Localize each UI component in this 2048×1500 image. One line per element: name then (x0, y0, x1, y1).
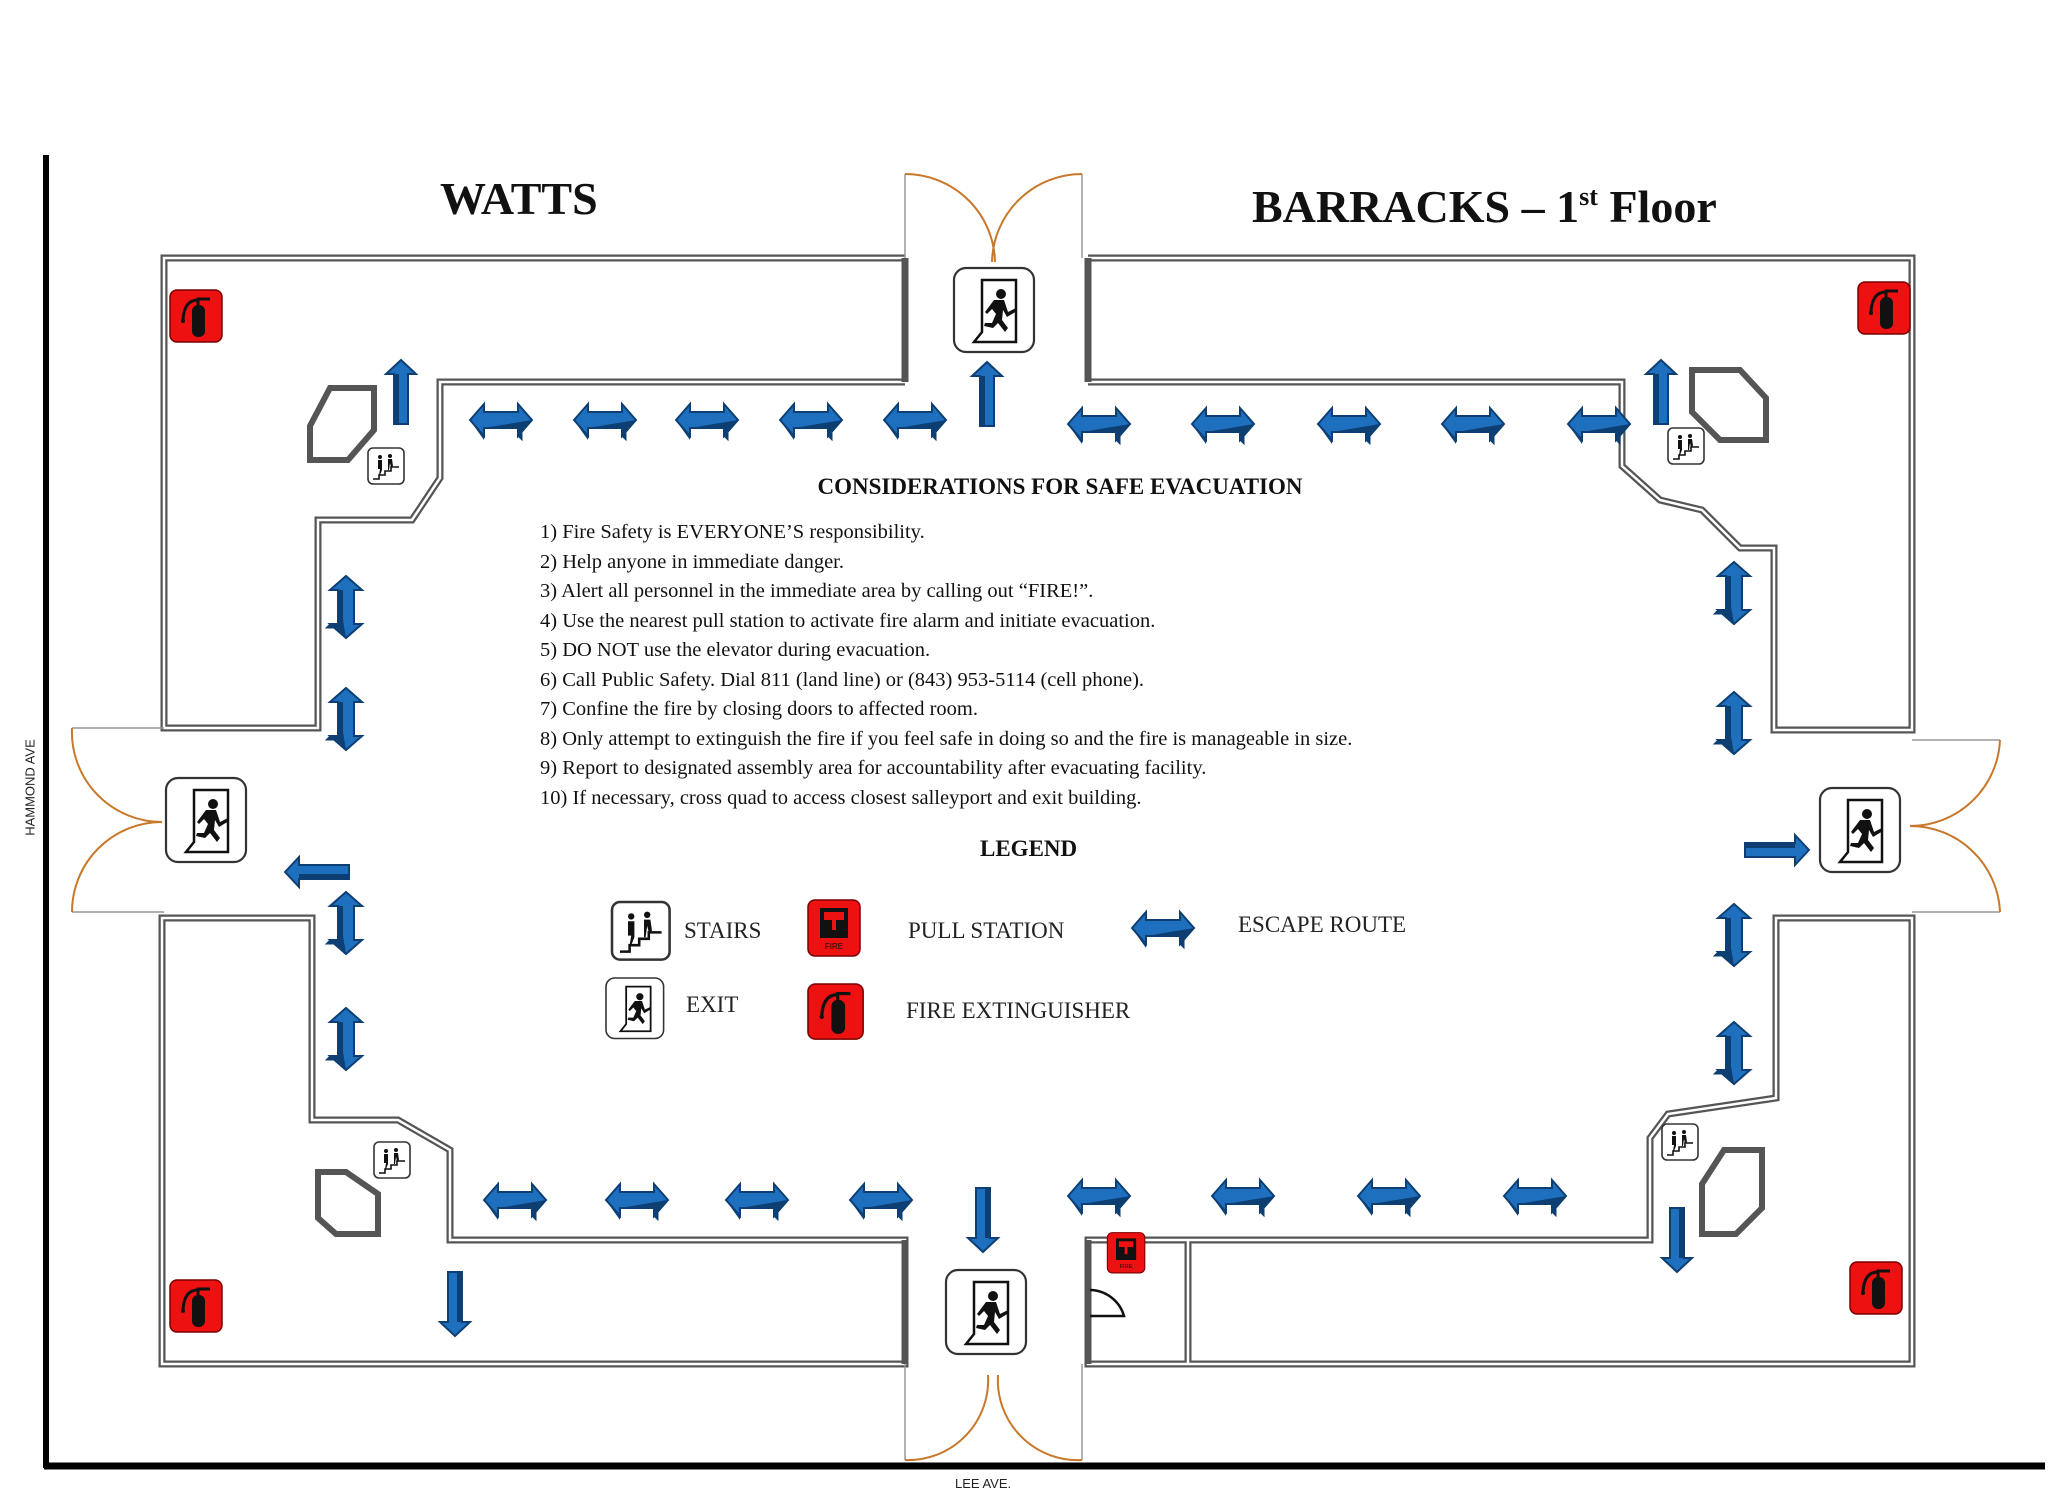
escape-route-arrow-horizontal (1191, 407, 1255, 445)
escape-route-arrow-vertical (1713, 903, 1751, 967)
escape-route-arrow-vertical (325, 1007, 363, 1071)
stairs-icon-sw (373, 1141, 411, 1179)
arrow-down-south (967, 1187, 999, 1253)
stair-enclosures (307, 367, 1769, 1237)
escape-route-arrow-horizontal (1441, 407, 1505, 445)
escape-route-arrow-horizontal (725, 1183, 789, 1221)
door-swing-office (1089, 1288, 1126, 1318)
escape-route-arrow-horizontal (1211, 1179, 1275, 1217)
legend-item-exit: EXIT (686, 992, 738, 1018)
escape-route-arrow-horizontal (469, 403, 533, 441)
wall-inner-lines (160, 256, 1914, 1366)
escape-route-arrow-vertical (325, 575, 363, 639)
considerations-panel: CONSIDERATIONS FOR SAFE EVACUATION 1) Fi… (540, 474, 1540, 813)
legend-label: EXIT (686, 992, 739, 1017)
escape-route-arrow-horizontal (1503, 1179, 1567, 1217)
escape-route-arrow-vertical (1713, 1021, 1751, 1085)
legend-exit-icon (605, 977, 665, 1040)
legend-label: ESCAPE ROUTE (1238, 912, 1407, 937)
street-label-hammond: HAMMOND AVE (22, 739, 38, 836)
exit-icon-west (164, 776, 248, 864)
title-floor: Floor (1597, 181, 1717, 232)
title-barracks: BARRACKS – 1 (1252, 181, 1580, 232)
escape-route-arrow-horizontal (883, 403, 947, 441)
arrow-down-sw (439, 1271, 471, 1337)
arrow-down-se (1661, 1207, 1693, 1273)
fire-extinguisher-icon-sw (168, 1278, 224, 1334)
legend-pull-station-icon (807, 899, 861, 957)
considerations-list: 1) Fire Safety is EVERYONE’S responsibil… (540, 518, 1540, 813)
arrow-up-nw (385, 359, 417, 425)
legend-label: PULL STATION (908, 918, 1065, 943)
exit-icon-south (944, 1268, 1028, 1356)
legend-stairs-icon (610, 900, 671, 961)
exit-icon-east (1818, 786, 1902, 874)
title-barracks-floor: BARRACKS – 1st Floor (1252, 180, 1717, 233)
escape-route-arrow-horizontal (1317, 407, 1381, 445)
escape-route-arrow-horizontal (675, 403, 739, 441)
consideration-item: 2) Help anyone in immediate danger. (540, 550, 844, 573)
exit-icon-north (952, 266, 1036, 354)
escape-route-arrow-horizontal (573, 403, 637, 441)
legend-title: LEGEND (980, 836, 1078, 861)
legend-item-escape-route: ESCAPE ROUTE (1238, 912, 1406, 938)
escape-route-arrow-horizontal (483, 1183, 547, 1221)
arrow-up-ne (1645, 359, 1677, 425)
legend-label: FIRE EXTINGUISHER (906, 998, 1131, 1023)
escape-route-arrow-vertical (325, 891, 363, 955)
legend-fire-extinguisher-icon (806, 982, 865, 1041)
considerations-title: CONSIDERATIONS FOR SAFE EVACUATION (817, 474, 1303, 499)
consideration-item: 7) Confine the fire by closing doors to … (540, 698, 978, 720)
stairs-icon-nw (367, 447, 405, 485)
title-superscript: st (1579, 182, 1598, 211)
escape-route-arrow-horizontal (1067, 1179, 1131, 1217)
consideration-item: 3) Alert all personnel in the immediate … (540, 580, 1094, 602)
escape-route-arrow-horizontal (779, 403, 843, 441)
consideration-item: 1) Fire Safety is EVERYONE’S responsibil… (540, 521, 925, 543)
door-swings (70, 173, 2001, 1462)
arrow-left-west (284, 856, 350, 888)
escape-route-arrow-horizontal (605, 1183, 669, 1221)
fire-extinguisher-icon-ne (1856, 280, 1912, 336)
stairs-icon-se (1661, 1123, 1699, 1161)
stairs-icon-ne (1667, 427, 1705, 465)
consideration-item: 5) DO NOT use the elevator during evacua… (540, 639, 931, 661)
consideration-item: 9) Report to designated assembly area fo… (540, 757, 1207, 779)
pull-station-icon-south (1106, 1232, 1146, 1274)
escape-route-arrow-horizontal (1067, 407, 1131, 445)
consideration-item: 10) If necessary, cross quad to access c… (540, 786, 1142, 809)
consideration-item: 4) Use the nearest pull station to activ… (540, 609, 1156, 632)
consideration-item: 8) Only attempt to extinguish the fire i… (540, 727, 1353, 750)
legend-item-pull-station: PULL STATION (908, 918, 1064, 944)
escape-route-arrow-horizontal (849, 1183, 913, 1221)
escape-route-arrow-vertical (325, 687, 363, 751)
title-watts: WATTS (440, 173, 598, 224)
legend-item-fire-extinguisher: FIRE EXTINGUISHER (906, 998, 1130, 1024)
escape-route-arrow-horizontal (1357, 1179, 1421, 1217)
escape-route-arrow-vertical (1713, 691, 1751, 755)
arrow-right-east (1744, 834, 1810, 866)
escape-route-arrow-vertical (1713, 561, 1751, 625)
street-label-lee: LEE AVE. (955, 1476, 1012, 1491)
fire-extinguisher-icon-nw (168, 288, 224, 344)
consideration-item: 6) Call Public Safety. Dial 811 (land li… (540, 668, 1145, 691)
legend-escape-route-icon (1131, 911, 1195, 949)
legend-label: STAIRS (684, 918, 762, 943)
legend-item-stairs: STAIRS (684, 918, 761, 944)
fire-extinguisher-icon-se (1848, 1260, 1904, 1316)
exit-passages (72, 174, 2000, 1460)
arrow-up-north (971, 361, 1003, 427)
